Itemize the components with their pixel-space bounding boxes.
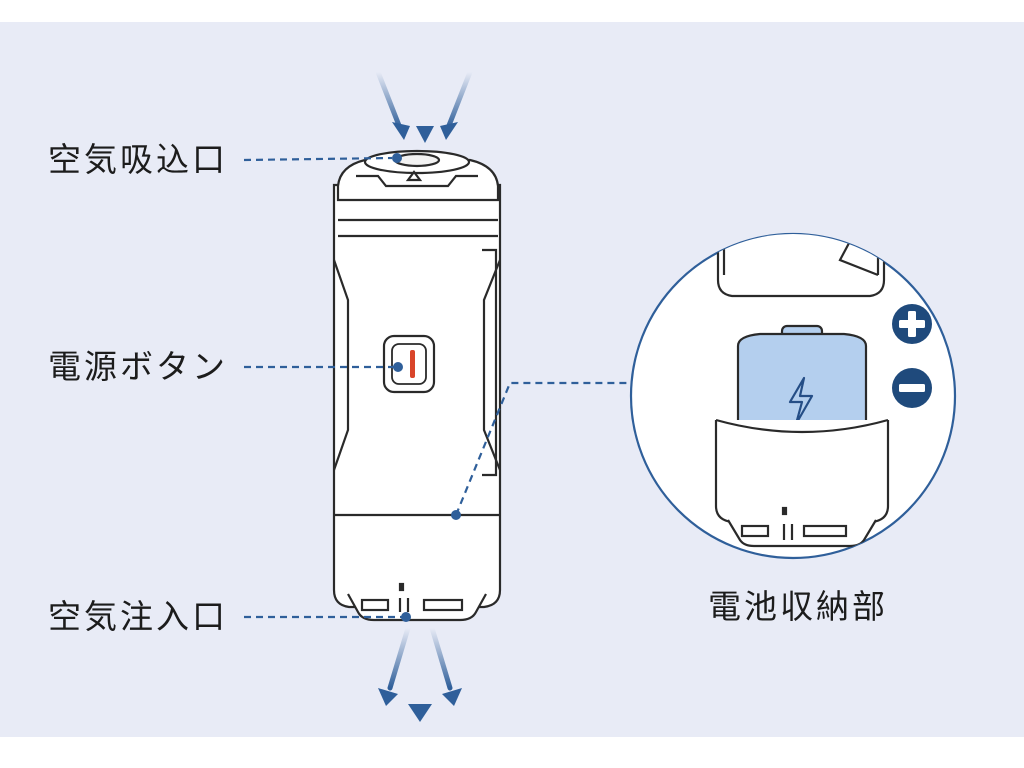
- power-indicator-icon: [410, 350, 415, 378]
- label-power-button: 電源ボタン: [48, 347, 228, 386]
- power-button: [382, 334, 436, 394]
- plus-circle-icon: [892, 304, 932, 344]
- label-air-intake: 空気吸込口: [48, 140, 228, 179]
- battery: [736, 324, 868, 432]
- label-battery-compartment: 電池収納部: [708, 587, 888, 626]
- leader-air-intake: [243, 156, 393, 162]
- leader-battery: [454, 381, 630, 516]
- outlet-arrows: [387, 625, 453, 709]
- intake-arrow-right: [445, 69, 473, 131]
- outlet-arrow-left: [387, 625, 411, 691]
- outlet-arrowheads: [378, 688, 462, 722]
- intake-arrow-left: [375, 69, 403, 131]
- label-air-outlet: 空気注入口: [48, 597, 228, 636]
- battery-detail: [629, 232, 957, 560]
- intake-arrows: [375, 55, 473, 136]
- leader-lines: [243, 156, 630, 619]
- outlet-arrow-right: [429, 625, 453, 691]
- device-body: [332, 149, 502, 622]
- minus-circle-icon: [892, 368, 932, 408]
- leader-dots: [392, 153, 461, 622]
- intake-arrowheads: [392, 122, 458, 143]
